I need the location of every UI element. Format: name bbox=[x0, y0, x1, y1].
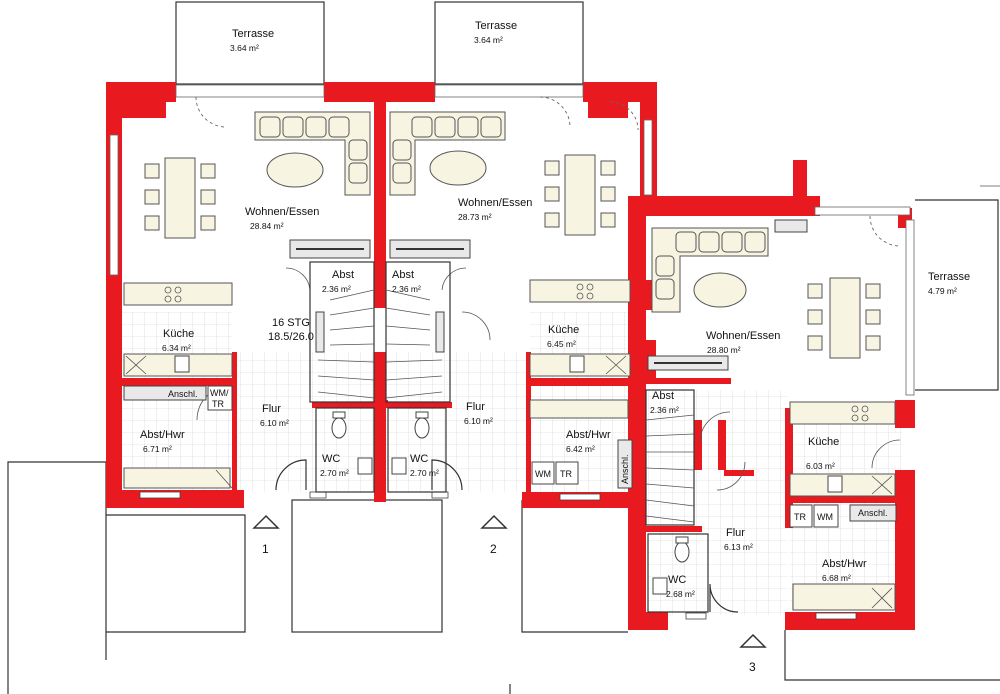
stair-ratio-unit1: 18.5/26.0 bbox=[268, 331, 314, 343]
wc-label-unit2: WC bbox=[410, 453, 428, 465]
anschl-box-unit1 bbox=[123, 385, 207, 401]
stair-steps-unit1: 16 STG bbox=[272, 317, 310, 329]
kueche-area-unit2: 6.45 m² bbox=[547, 339, 576, 349]
tr-label-unit3: TR bbox=[794, 512, 806, 522]
wm-box-unit3 bbox=[813, 504, 839, 528]
abst-area-unit1: 2.36 m² bbox=[322, 284, 351, 294]
anschl-label-unit2: Anschl. bbox=[620, 454, 630, 484]
wm-label-unit1: WM/ bbox=[210, 388, 229, 398]
abst-area-unit2: 2.36 m² bbox=[392, 284, 421, 294]
tr-label-unit1: TR bbox=[212, 399, 224, 409]
hwr-area-unit2: 6.42 m² bbox=[566, 444, 595, 454]
abst-label-unit3: Abst bbox=[652, 390, 674, 402]
tr-label-unit2: TR bbox=[560, 469, 572, 479]
wm-label-unit2: WM bbox=[535, 469, 551, 479]
wohnen-area-unit1: 28.84 m² bbox=[250, 221, 284, 231]
anschl-box-unit3 bbox=[849, 504, 897, 522]
wohnen-label-unit1: Wohnen/Essen bbox=[245, 206, 319, 218]
entrance-number-2: 2 bbox=[490, 542, 497, 556]
wohnen-label-unit3: Wohnen/Essen bbox=[706, 330, 780, 342]
wm-label-unit3: WM bbox=[817, 512, 833, 522]
terrasse-label-unit3: Terrasse bbox=[928, 271, 970, 283]
entrance-markers bbox=[252, 514, 767, 648]
flur-label-unit3: Flur bbox=[726, 527, 745, 539]
kueche-area-unit3: 6.03 m² bbox=[806, 461, 835, 471]
wm-tr-box-unit1 bbox=[207, 385, 233, 411]
terrasse-label-unit1: Terrasse bbox=[232, 28, 274, 40]
anschl-label-unit1: Anschl. bbox=[168, 389, 198, 399]
kueche-area-unit1: 6.34 m² bbox=[162, 343, 191, 353]
appliances bbox=[123, 385, 897, 528]
wc-area-unit2: 2.70 m² bbox=[410, 468, 439, 478]
wc-label-unit3: WC bbox=[668, 574, 686, 586]
hwr-label-unit3: Abst/Hwr bbox=[822, 558, 867, 570]
anschl-box-unit2 bbox=[617, 439, 633, 489]
tr-box-unit3 bbox=[789, 504, 813, 528]
terrasse-area-unit1: 3.64 m² bbox=[230, 43, 259, 53]
hwr-label-unit1: Abst/Hwr bbox=[140, 429, 185, 441]
flur-label-unit1: Flur bbox=[262, 403, 281, 415]
terrasse-area-unit3: 4.79 m² bbox=[928, 286, 957, 296]
hwr-area-unit1: 6.71 m² bbox=[143, 444, 172, 454]
kitchens bbox=[123, 279, 896, 611]
flur-area-unit2: 6.10 m² bbox=[464, 416, 493, 426]
kueche-label-unit2: Küche bbox=[548, 324, 579, 336]
wohnen-area-unit3: 28.80 m² bbox=[707, 345, 741, 355]
furniture bbox=[144, 111, 881, 359]
entrance-number-3: 3 bbox=[749, 660, 756, 674]
abst-label-unit2: Abst bbox=[392, 269, 414, 281]
wohnen-area-unit2: 28.73 m² bbox=[458, 212, 492, 222]
stairs bbox=[289, 239, 729, 526]
kueche-label-unit1: Küche bbox=[163, 328, 194, 340]
flur-label-unit2: Flur bbox=[466, 401, 485, 413]
windows-doors bbox=[109, 84, 915, 613]
wm-box-unit2 bbox=[531, 461, 555, 485]
tr-box-unit2 bbox=[555, 461, 579, 485]
terrasse-label-unit2: Terrasse bbox=[475, 20, 517, 32]
hwr-label-unit2: Abst/Hwr bbox=[566, 429, 611, 441]
abst-area-unit3: 2.36 m² bbox=[650, 405, 679, 415]
hwr-area-unit3: 6.68 m² bbox=[822, 573, 851, 583]
terrasse-area-unit2: 3.64 m² bbox=[474, 35, 503, 45]
abst-label-unit1: Abst bbox=[332, 269, 354, 281]
anschl-label-unit3: Anschl. bbox=[858, 508, 888, 518]
flur-area-unit1: 6.10 m² bbox=[260, 418, 289, 428]
wc-fixtures bbox=[315, 407, 709, 613]
kueche-label-unit3: Küche bbox=[808, 436, 839, 448]
wc-area-unit3: 2.68 m² bbox=[666, 589, 695, 599]
entrance-number-1: 1 bbox=[262, 542, 269, 556]
flur-area-unit3: 6.13 m² bbox=[724, 542, 753, 552]
site-outlines bbox=[7, 1, 1000, 694]
wc-area-unit1: 2.70 m² bbox=[320, 468, 349, 478]
wohnen-label-unit2: Wohnen/Essen bbox=[458, 197, 532, 209]
wc-label-unit1: WC bbox=[322, 453, 340, 465]
